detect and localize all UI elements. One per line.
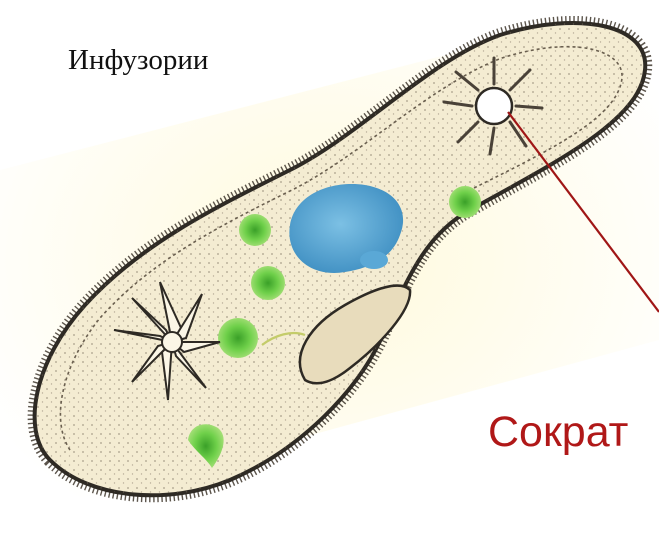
food-vacuole (218, 318, 258, 358)
food-vacuole (251, 266, 285, 300)
micronucleus (360, 251, 388, 269)
diagram-title: Инфузории (68, 44, 208, 77)
food-vacuole (449, 186, 481, 218)
food-vacuole (239, 214, 271, 246)
callout-label: Сократ (488, 408, 628, 457)
